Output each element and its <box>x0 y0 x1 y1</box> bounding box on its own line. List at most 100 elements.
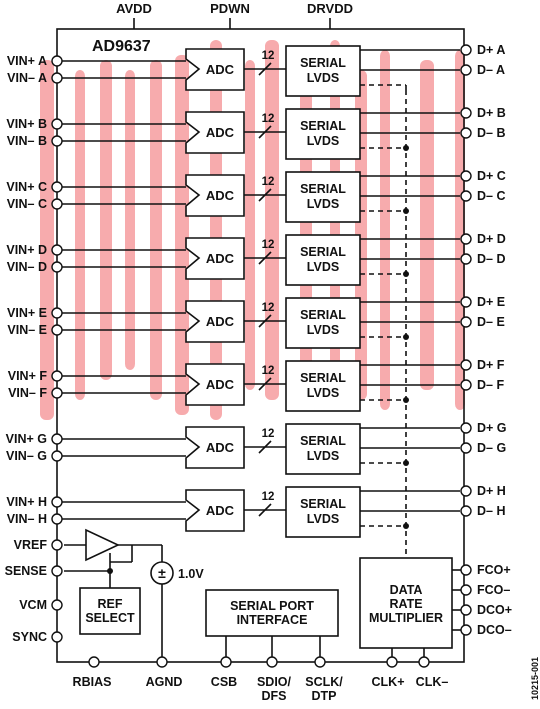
vin-minus-label: VIN– G <box>6 449 47 463</box>
dout-plus-label: D+ C <box>477 169 506 183</box>
vin-minus-label: VIN– C <box>7 197 47 211</box>
pin-fco-n: FCO– <box>477 583 510 597</box>
dout-minus-pin <box>460 190 472 202</box>
adc-block <box>185 426 245 469</box>
lvds-label: LVDS <box>307 71 339 85</box>
bus-width-label: 12 <box>262 491 275 503</box>
reference-section: ± 1.0V REF SELECT <box>64 528 204 658</box>
vin-plus-pin <box>51 370 63 382</box>
pin-agnd: AGND <box>146 675 183 689</box>
bus-width-label: 12 <box>262 50 275 62</box>
serial-label: SERIAL <box>300 56 346 70</box>
watermark-stroke <box>175 55 189 415</box>
watermark-stroke <box>380 50 390 410</box>
vin-minus-pin <box>51 135 63 147</box>
vin-plus-pin <box>51 181 63 193</box>
dout-minus-label: D– C <box>477 189 505 203</box>
pin-sense: SENSE <box>5 564 47 578</box>
adc-block <box>185 300 245 343</box>
vin-plus-pin <box>51 118 63 130</box>
bus-width-label: 12 <box>262 365 275 377</box>
dout-plus-label: D+ F <box>477 358 505 372</box>
lvds-label: LVDS <box>307 449 339 463</box>
pin-clk-p: CLK+ <box>372 675 405 689</box>
adc-block <box>185 237 245 280</box>
adc-block <box>185 48 245 91</box>
serial-lvds-block <box>285 360 361 412</box>
vin-plus-label: VIN+ G <box>6 432 47 446</box>
vin-minus-label: VIN– D <box>7 260 47 274</box>
dout-plus-pin <box>460 107 472 119</box>
pin-dco-n: DCO– <box>477 623 512 637</box>
dout-minus-label: D– E <box>477 315 505 329</box>
pin-pdwn: PDWN <box>210 1 250 16</box>
pin-vcm: VCM <box>19 598 47 612</box>
lvds-label: LVDS <box>307 260 339 274</box>
serial-port-interface-block <box>205 589 339 637</box>
lvds-label: LVDS <box>307 386 339 400</box>
ref-select-label-2: SELECT <box>85 611 135 625</box>
vin-minus-pin <box>51 198 63 210</box>
vin-minus-label: VIN– H <box>7 512 47 526</box>
adc-label: ADC <box>206 251 235 266</box>
watermark-stroke <box>265 40 279 400</box>
adc-label: ADC <box>206 62 235 77</box>
watermark-overlay <box>40 40 465 420</box>
pin-avdd: AVDD <box>116 1 152 16</box>
serial-lvds-block <box>285 486 361 538</box>
frame-clock-outputs: FCO+ FCO– DCO+ DCO– <box>452 563 512 637</box>
dout-minus-pin <box>460 505 472 517</box>
serial-label: SERIAL <box>300 182 346 196</box>
watermark-stroke <box>420 60 434 390</box>
pin-drvdd: DRVDD <box>307 1 353 16</box>
adc-block <box>185 489 245 532</box>
vin-minus-pin <box>51 513 63 525</box>
vin-plus-pin <box>51 55 63 67</box>
adc-block <box>185 363 245 406</box>
adc-label: ADC <box>206 314 235 329</box>
pin-sclk: SCLK/ <box>305 675 343 689</box>
vin-minus-label: VIN– F <box>8 386 47 400</box>
lvds-label: LVDS <box>307 512 339 526</box>
svg-text:±: ± <box>158 565 166 581</box>
bus-width-label: 12 <box>262 302 275 314</box>
pin-sync: SYNC <box>12 630 47 644</box>
serial-label: SERIAL <box>300 245 346 259</box>
dout-minus-label: D– G <box>477 441 506 455</box>
clock-inputs: CLK+ CLK– <box>372 648 449 689</box>
pin-dco-p: DCO+ <box>477 603 512 617</box>
pin-clk-n: CLK– <box>416 675 449 689</box>
dout-plus-pin <box>460 485 472 497</box>
bus-width-label: 12 <box>262 428 275 440</box>
pin-rbias: RBIAS <box>73 675 112 689</box>
vin-plus-pin <box>51 496 63 508</box>
pin-rbias-dot <box>88 656 100 668</box>
vref-buffer-amplifier <box>85 528 120 562</box>
watermark-stroke <box>245 60 255 390</box>
dout-plus-pin <box>460 170 472 182</box>
dout-plus-label: D+ H <box>477 484 506 498</box>
drm-label-2: RATE <box>389 597 422 611</box>
reference-voltage-label: 1.0V <box>178 567 204 581</box>
dout-plus-pin <box>460 44 472 56</box>
drm-label-1: DATA <box>390 583 423 597</box>
vin-plus-label: VIN+ A <box>7 54 47 68</box>
dout-minus-label: D– H <box>477 504 505 518</box>
data-rate-multiplier-block <box>359 557 453 649</box>
serial-lvds-block <box>285 108 361 160</box>
vin-plus-pin <box>51 307 63 319</box>
dout-minus-pin <box>460 253 472 265</box>
serial-lvds-block <box>285 234 361 286</box>
serial-lvds-block <box>285 297 361 349</box>
vin-minus-label: VIN– A <box>7 71 47 85</box>
dout-minus-pin <box>460 442 472 454</box>
dout-plus-label: D+ A <box>477 43 505 57</box>
adc-label: ADC <box>206 377 235 392</box>
